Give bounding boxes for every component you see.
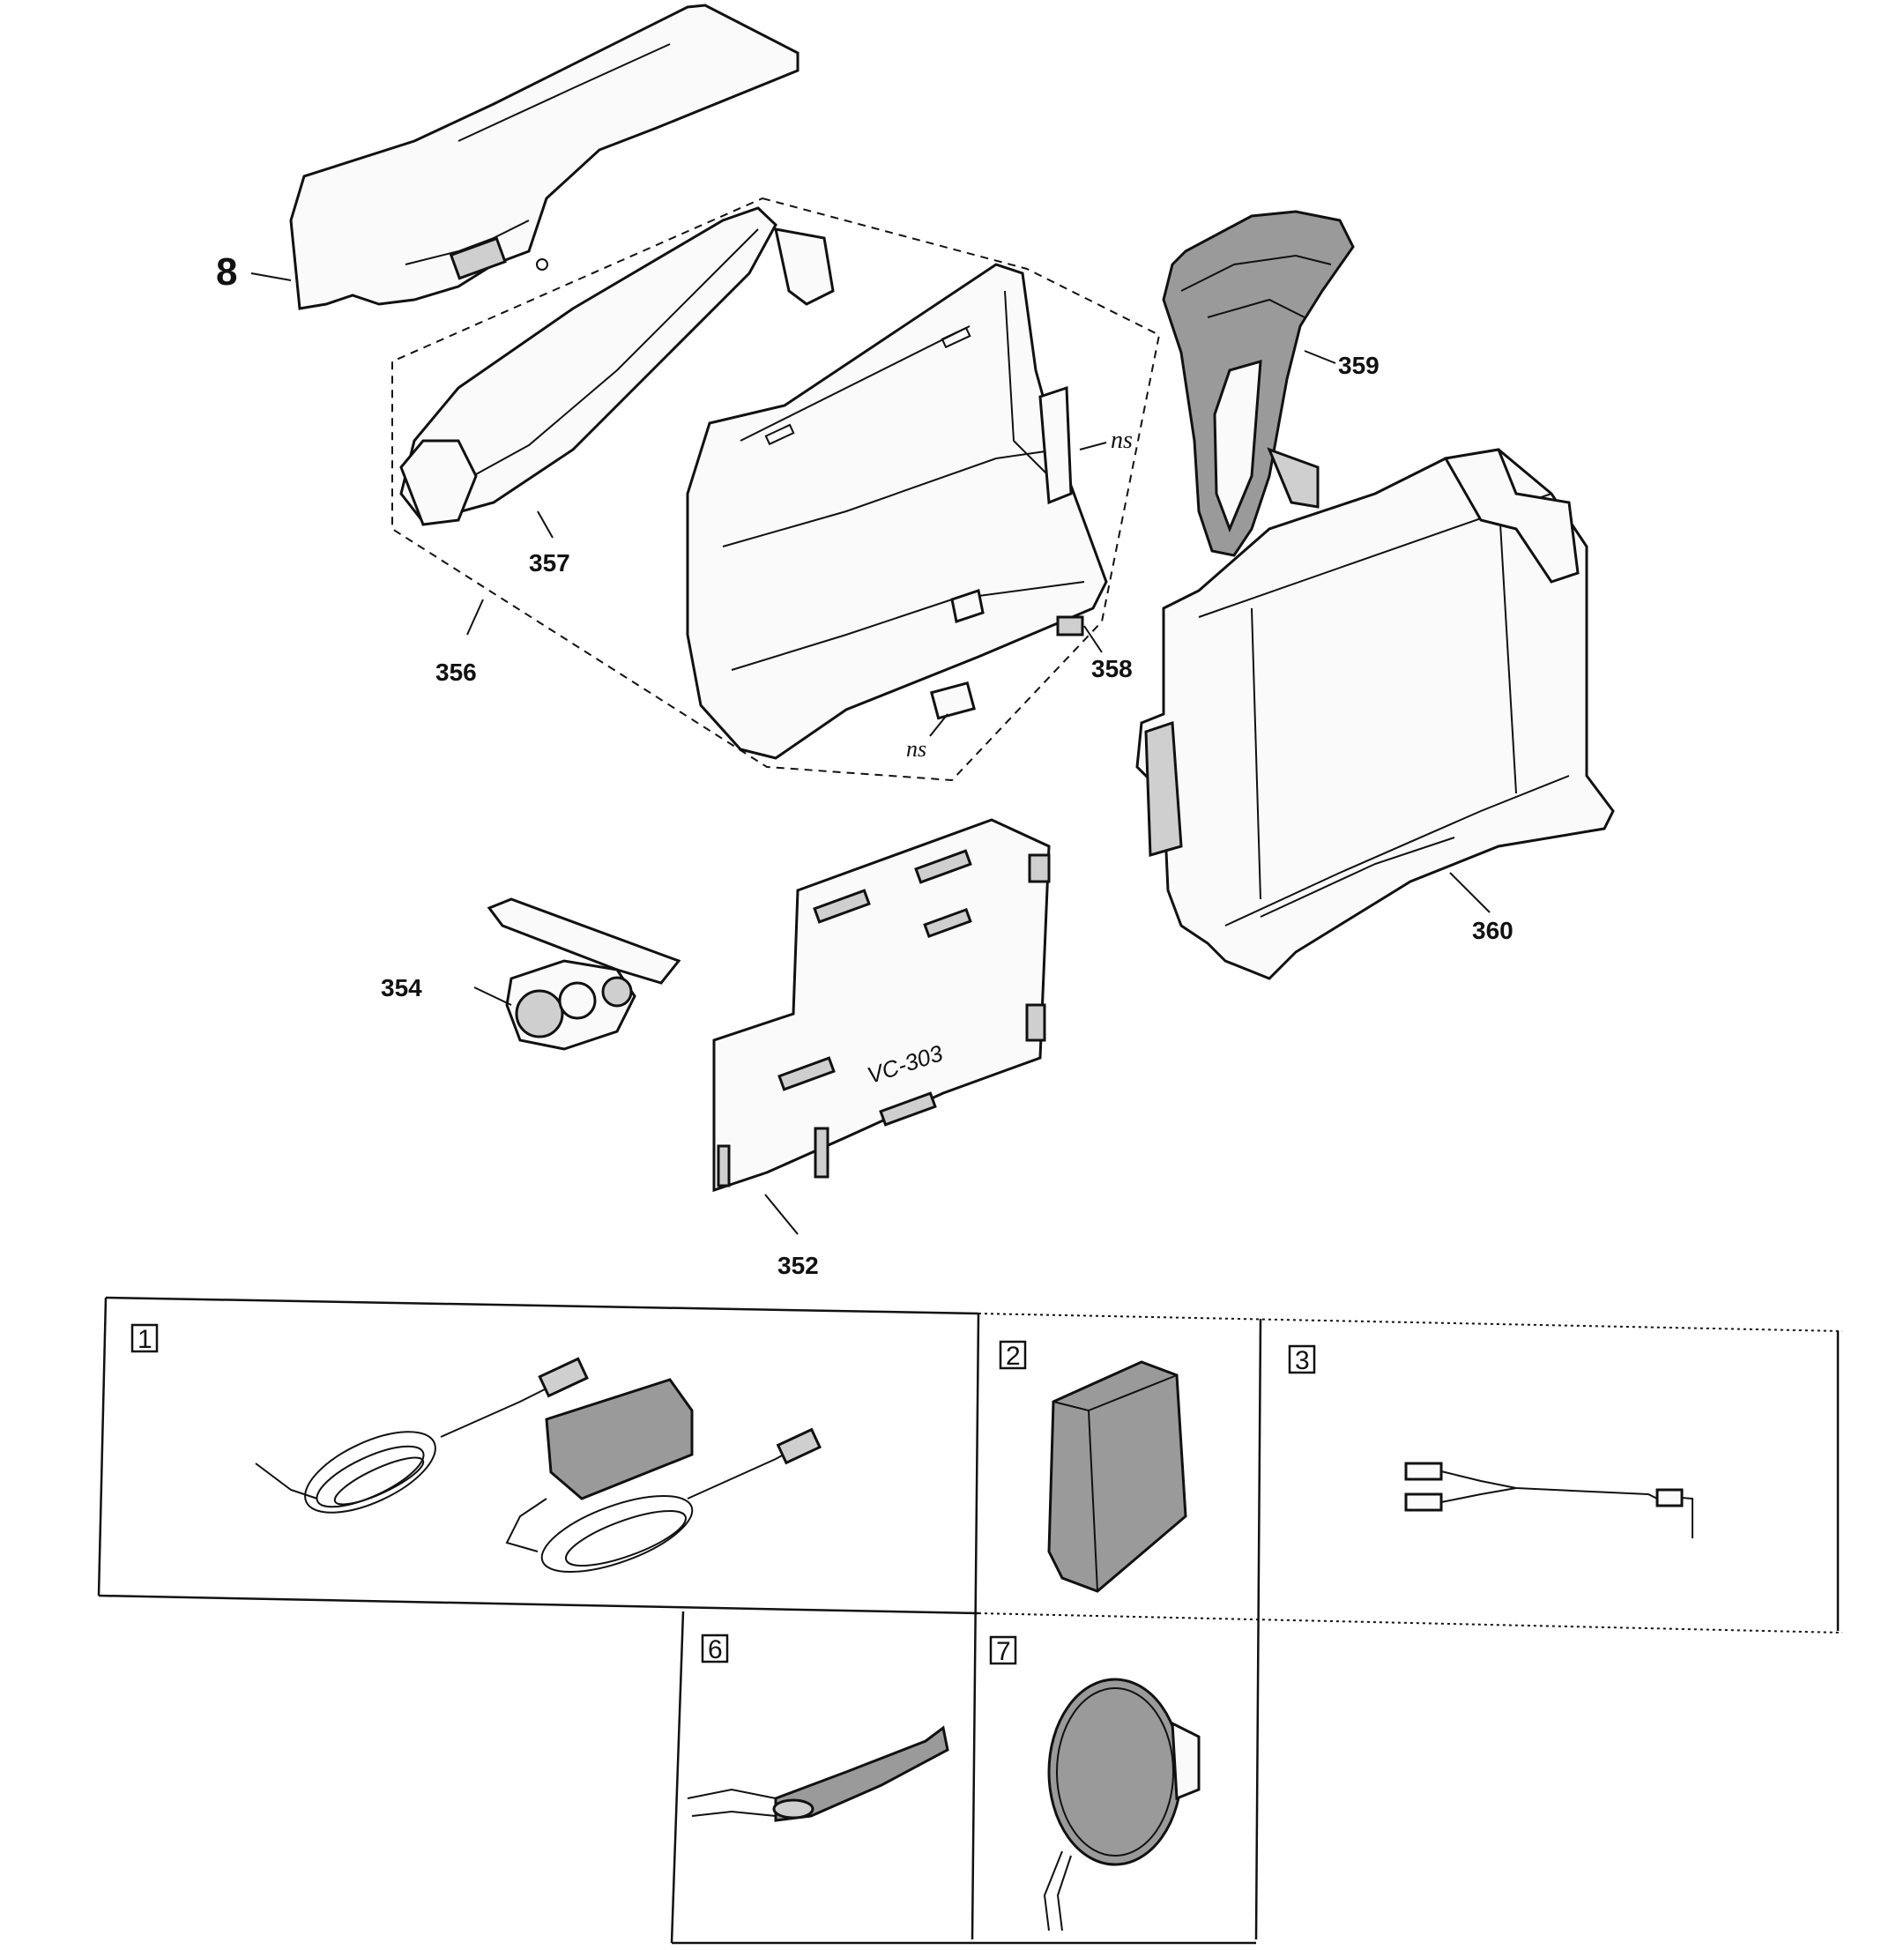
chassis-part-360 bbox=[1135, 448, 1615, 980]
connector-board-part-354 bbox=[487, 897, 681, 1051]
handle-cover-part-8 bbox=[289, 4, 800, 310]
callout-359: 359 bbox=[1338, 352, 1380, 379]
leader-8 bbox=[250, 272, 292, 281]
callout-357: 357 bbox=[529, 549, 570, 577]
assembly-356-outline bbox=[391, 197, 1161, 782]
leader-356 bbox=[466, 599, 484, 636]
accessory-number: 1 bbox=[138, 1325, 152, 1354]
ns-label-b: ns bbox=[906, 736, 926, 762]
accessory-boxes bbox=[97, 1296, 1843, 1945]
accessory-6-box: 6 bbox=[687, 1634, 949, 1822]
leader-357 bbox=[537, 510, 554, 539]
circuit-board-part-352 bbox=[712, 818, 1051, 1193]
accessory-number: 6 bbox=[708, 1635, 723, 1664]
ns-label-a: ns bbox=[1111, 427, 1133, 454]
callout-8: 8 bbox=[216, 250, 237, 294]
leader-ns-b bbox=[929, 713, 948, 737]
accessory-7-box: 7 bbox=[989, 1635, 1201, 1931]
leader-354 bbox=[473, 986, 512, 1006]
callout-360: 360 bbox=[1472, 917, 1514, 944]
accessory-number: 2 bbox=[1006, 1342, 1021, 1371]
leader-360 bbox=[1449, 872, 1491, 913]
leader-352 bbox=[764, 1194, 799, 1235]
av-cable-icon bbox=[1404, 1462, 1693, 1538]
leader-ns-a bbox=[1079, 442, 1107, 450]
leader-359 bbox=[1304, 350, 1336, 364]
cabinet-frame-part bbox=[686, 263, 1108, 760]
callout-356: 356 bbox=[435, 659, 477, 686]
accessory-1-box: 1 bbox=[130, 1323, 822, 1574]
accessory-2-box: 2 bbox=[999, 1340, 1187, 1593]
control-block-part-359 bbox=[1162, 210, 1355, 557]
accessory-number: 3 bbox=[1295, 1346, 1310, 1375]
callout-352: 352 bbox=[777, 1252, 819, 1279]
lens-cap-icon bbox=[1043, 1678, 1201, 1931]
small-part-358 bbox=[1056, 615, 1103, 653]
accessory-3-box: 3 bbox=[1288, 1344, 1693, 1538]
shoulder-strap-icon bbox=[687, 1725, 949, 1822]
grip-belt-part-357 bbox=[399, 206, 835, 526]
callout-358: 358 bbox=[1091, 655, 1133, 682]
callout-354: 354 bbox=[381, 974, 422, 1001]
bracket-ns bbox=[929, 681, 976, 720]
battery-pack-icon bbox=[1047, 1360, 1187, 1593]
accessory-number: 7 bbox=[996, 1637, 1011, 1666]
ac-adapter-icon bbox=[255, 1357, 822, 1574]
